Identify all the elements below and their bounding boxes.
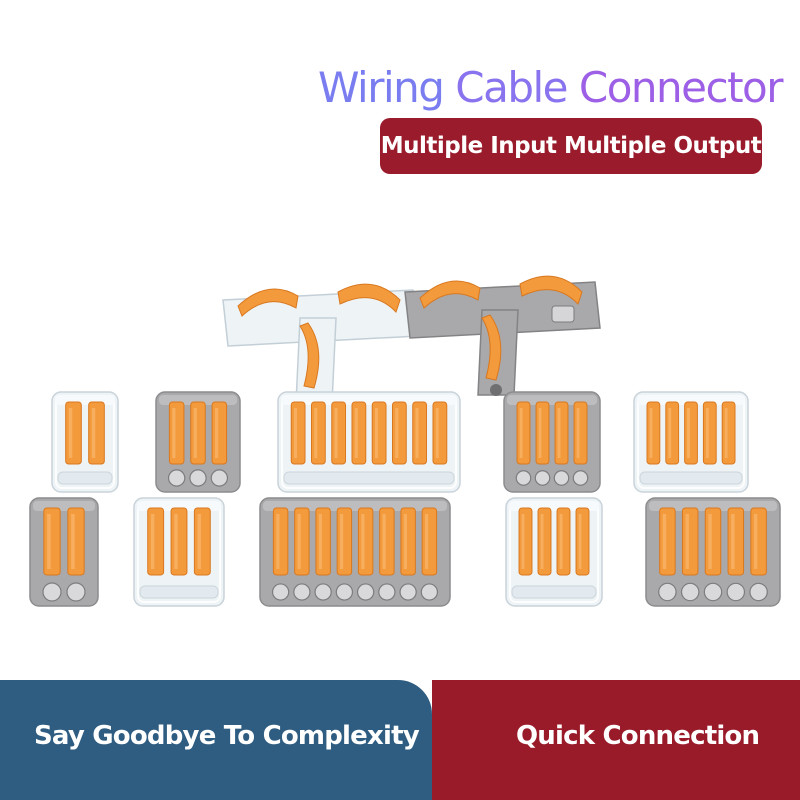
orange-lever bbox=[351, 401, 367, 465]
connector-row-1 bbox=[51, 391, 749, 493]
footer-right-panel bbox=[432, 680, 800, 800]
wire-hole bbox=[703, 582, 723, 602]
orange-lever bbox=[556, 507, 571, 576]
wire-hole bbox=[490, 384, 502, 396]
wire-hole bbox=[189, 469, 207, 487]
wire-hole bbox=[378, 583, 396, 601]
wire-hole bbox=[749, 582, 768, 602]
orange-lever bbox=[88, 401, 105, 465]
orange-lever bbox=[299, 322, 320, 389]
wire-hole bbox=[66, 582, 86, 602]
orange-lever bbox=[357, 507, 374, 576]
orange-lever bbox=[516, 401, 531, 465]
orange-lever bbox=[659, 507, 676, 576]
orange-lever bbox=[721, 401, 736, 465]
orange-lever bbox=[432, 401, 448, 465]
orange-lever bbox=[646, 401, 661, 465]
orange-lever bbox=[331, 401, 347, 465]
orange-lever bbox=[535, 401, 550, 465]
orange-lever bbox=[237, 288, 299, 317]
wire-hole bbox=[42, 582, 62, 602]
orange-lever bbox=[43, 507, 61, 576]
orange-lever bbox=[170, 507, 188, 576]
orange-lever bbox=[315, 507, 331, 576]
orange-lever bbox=[379, 507, 395, 576]
connector-row-2 bbox=[29, 497, 781, 607]
orange-lever bbox=[67, 507, 85, 576]
orange-lever bbox=[665, 401, 680, 465]
orange-lever bbox=[704, 507, 722, 576]
orange-lever bbox=[193, 507, 211, 576]
connector-8-pole-gray bbox=[259, 497, 451, 607]
t-connector-gray bbox=[404, 275, 601, 396]
wire-hole bbox=[210, 469, 229, 487]
orange-lever bbox=[518, 507, 533, 576]
orange-lever bbox=[211, 401, 228, 465]
wire-hole bbox=[314, 583, 332, 601]
wire-hole bbox=[167, 469, 186, 487]
orange-lever bbox=[294, 507, 310, 576]
connector-5-pole-transparent bbox=[633, 391, 749, 493]
orange-lever bbox=[575, 507, 590, 576]
title-word-cable: Cable bbox=[455, 63, 579, 112]
orange-lever bbox=[391, 401, 407, 465]
wire-hole bbox=[356, 583, 375, 601]
orange-lever bbox=[702, 401, 717, 465]
t-connector-transparent bbox=[222, 283, 419, 404]
connector-3-pole-transparent bbox=[133, 497, 225, 607]
connector-5-pole-gray bbox=[645, 497, 781, 607]
orange-lever bbox=[519, 275, 583, 305]
wire-hole bbox=[293, 583, 311, 601]
orange-lever bbox=[65, 401, 82, 465]
orange-lever bbox=[290, 401, 306, 465]
wire-hole bbox=[553, 470, 570, 486]
wire-hole bbox=[515, 470, 532, 486]
wire-hole bbox=[271, 583, 290, 601]
wire-hole bbox=[680, 582, 700, 602]
orange-lever bbox=[481, 314, 502, 381]
title-word-connector: Connector bbox=[578, 63, 784, 112]
orange-lever bbox=[337, 283, 401, 313]
orange-lever bbox=[419, 280, 481, 309]
orange-lever bbox=[412, 401, 428, 465]
orange-lever bbox=[168, 401, 185, 465]
orange-lever bbox=[400, 507, 416, 576]
orange-lever bbox=[272, 507, 289, 576]
wire-hole bbox=[335, 583, 354, 601]
orange-lever bbox=[371, 401, 387, 465]
orange-lever bbox=[573, 401, 588, 465]
orange-lever bbox=[190, 401, 206, 465]
connector-4-pole-gray bbox=[503, 391, 601, 493]
orange-lever bbox=[681, 507, 699, 576]
orange-lever bbox=[727, 507, 745, 576]
wire-hole bbox=[726, 582, 746, 602]
footer-left-slogan: Say Goodbye To Complexity bbox=[34, 721, 420, 751]
connector-8-pole-transparent bbox=[277, 391, 461, 493]
orange-lever bbox=[421, 507, 438, 576]
connector-2-pole-transparent bbox=[51, 391, 119, 493]
t-connectors bbox=[222, 275, 601, 404]
wire-hole bbox=[534, 470, 551, 486]
orange-lever bbox=[750, 507, 767, 576]
orange-lever bbox=[147, 507, 165, 576]
connector-4-pole-transparent bbox=[505, 497, 603, 607]
orange-lever bbox=[310, 401, 326, 465]
product-title: Wiring Cable Connector bbox=[0, 62, 784, 114]
subtitle-badge: Multiple Input Multiple Output bbox=[380, 118, 762, 174]
orange-lever bbox=[336, 507, 353, 576]
wire-hole bbox=[658, 582, 677, 602]
footer-left-panel bbox=[0, 680, 432, 800]
connector-2-pole-gray bbox=[29, 497, 99, 607]
orange-lever bbox=[684, 401, 698, 465]
wire-hole bbox=[420, 583, 439, 601]
orange-lever bbox=[537, 507, 552, 576]
connector-housing bbox=[29, 497, 99, 607]
title-word-wiring: Wiring bbox=[317, 63, 456, 112]
orange-lever bbox=[554, 401, 569, 465]
connector-3-pole-gray bbox=[155, 391, 241, 493]
wire-hole bbox=[399, 583, 417, 601]
product-photo bbox=[29, 275, 781, 607]
footer-right-slogan: Quick Connection bbox=[516, 721, 760, 751]
wire-hole bbox=[572, 470, 589, 486]
